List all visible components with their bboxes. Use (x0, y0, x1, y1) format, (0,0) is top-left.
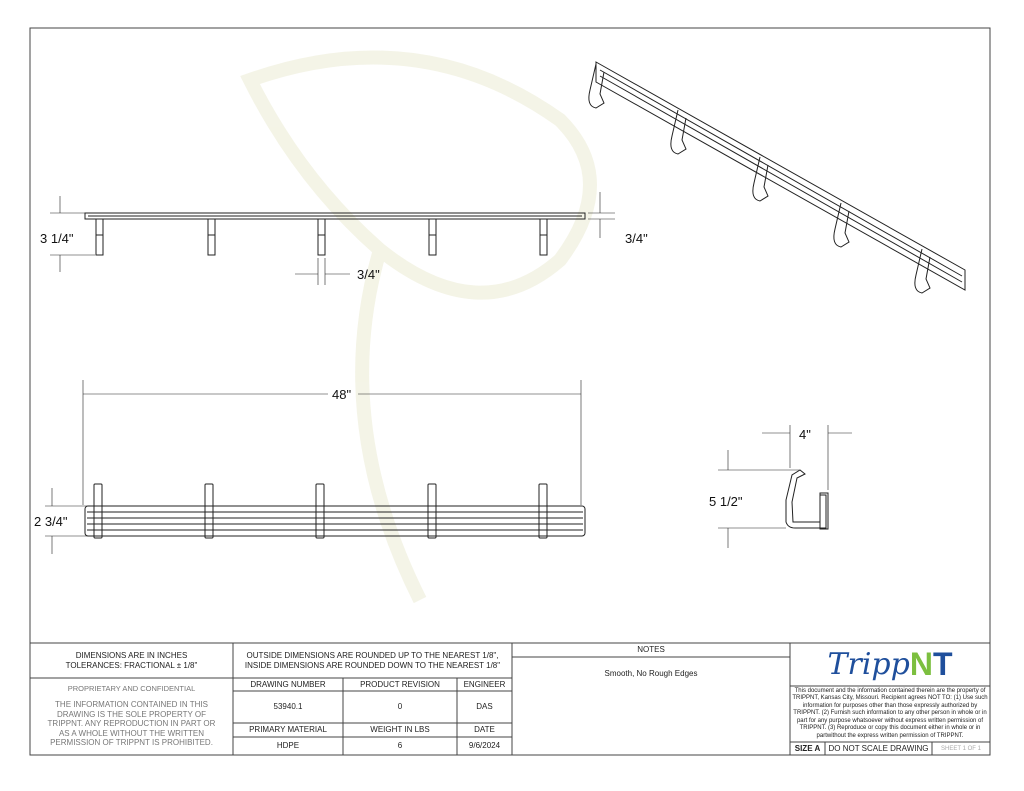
notes-text: Smooth, No Rough Edges (604, 669, 698, 678)
dim-overall-length: 48" (332, 387, 352, 402)
title-block-grid (30, 642, 990, 755)
dim-side-height: 5 1/2" (709, 494, 743, 509)
drawing-number-label: DRAWING NUMBER (250, 679, 326, 689)
product-revision-label: PRODUCT REVISION (360, 679, 440, 689)
dim-hook-width: 3/4" (357, 267, 380, 282)
isometric-hooks (588, 63, 931, 294)
logo-text-t: T (932, 646, 953, 682)
sheet-border (29, 27, 991, 756)
units-line1: DIMENSIONS ARE IN INCHES (75, 651, 188, 660)
front-view (45, 380, 586, 554)
proprietary-text: THE INFORMATION CONTAINED IN THIS DRAWIN… (47, 700, 216, 748)
rounding-line1: OUTSIDE DIMENSIONS ARE ROUNDED UP TO THE… (246, 651, 499, 660)
dim-top-thickness: 3/4" (625, 231, 648, 246)
scale-note: DO NOT SCALE DRAWING (828, 743, 929, 753)
drawing-number: 53940.1 (273, 702, 303, 711)
product-revision: 0 (397, 702, 403, 711)
proprietary-title: PROPRIETARY AND CONFIDENTIAL (67, 684, 196, 693)
weight: 6 (397, 741, 403, 750)
material: HDPE (276, 741, 300, 750)
isometric-view (588, 61, 966, 294)
dim-top-height: 3 1/4" (40, 231, 74, 246)
date-label: DATE (474, 725, 495, 734)
top-view-hooks (95, 218, 548, 256)
rounding-note: OUTSIDE DIMENSIONS ARE ROUNDED UP TO THE… (233, 648, 512, 674)
units-line2: TOLERANCES: FRACTIONAL ± 1/8" (65, 661, 198, 670)
legal-text: This document and the information contai… (792, 688, 988, 739)
dim-side-depth: 4" (799, 427, 811, 442)
engineer: DAS (476, 702, 493, 711)
top-view (50, 192, 615, 285)
logo-text-tripp: Tripp (827, 647, 910, 682)
sheet-number: SHEET 1 OF 1 (941, 745, 981, 752)
watermark-logo (240, 50, 597, 604)
front-view-hooks (93, 483, 548, 539)
material-label: PRIMARY MATERIAL (249, 725, 327, 734)
sheet-size: SIZE A (794, 743, 821, 753)
engineer-label: ENGINEER (463, 679, 506, 689)
side-view (718, 425, 852, 548)
date: 9/6/2024 (468, 741, 501, 750)
units-note: DIMENSIONS ARE IN INCHES TOLERANCES: FRA… (30, 648, 233, 674)
dim-front-height: 2 3/4" (34, 514, 68, 529)
logo-text-n: N (909, 646, 933, 682)
notes-label: NOTES (637, 645, 665, 654)
rounding-line2: INSIDE DIMENSIONS ARE ROUNDED DOWN TO TH… (244, 661, 501, 670)
weight-label: WEIGHT IN LBS (370, 725, 430, 734)
